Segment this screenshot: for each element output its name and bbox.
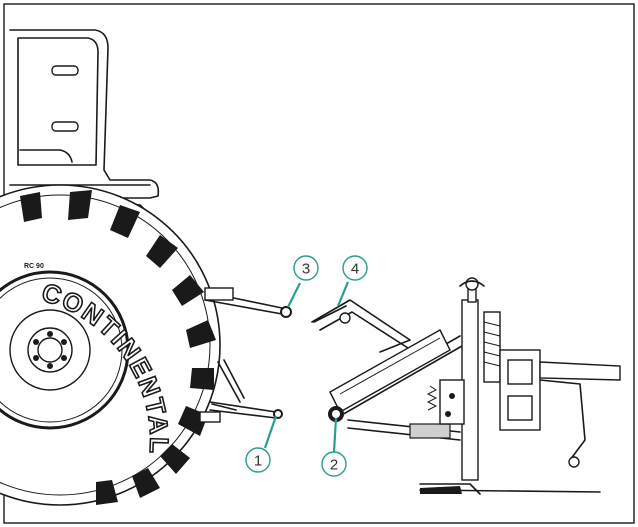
tractor-cab — [9, 29, 160, 211]
svg-text:3: 3 — [302, 261, 310, 278]
mower-top-hitch-bracket — [313, 305, 347, 323]
svg-text:1: 1 — [254, 453, 262, 470]
tire-treads — [20, 190, 216, 505]
callout-4: 4 — [336, 255, 368, 307]
tractor-three-point-linkage — [199, 287, 283, 423]
svg-text:4: 4 — [351, 261, 359, 278]
tractor-rear-tire: CONTINENTAL RC 90 — [0, 184, 221, 506]
hitch-points — [273, 305, 347, 422]
tractor-top-link-pin — [280, 306, 292, 318]
svg-text:2: 2 — [330, 457, 338, 474]
callout-1: 1 — [245, 415, 278, 473]
callout-3: 3 — [287, 255, 319, 308]
mower-implement — [311, 277, 621, 495]
tire-size-code: RC 90 — [24, 263, 44, 270]
callout-2: 2 — [321, 417, 347, 477]
